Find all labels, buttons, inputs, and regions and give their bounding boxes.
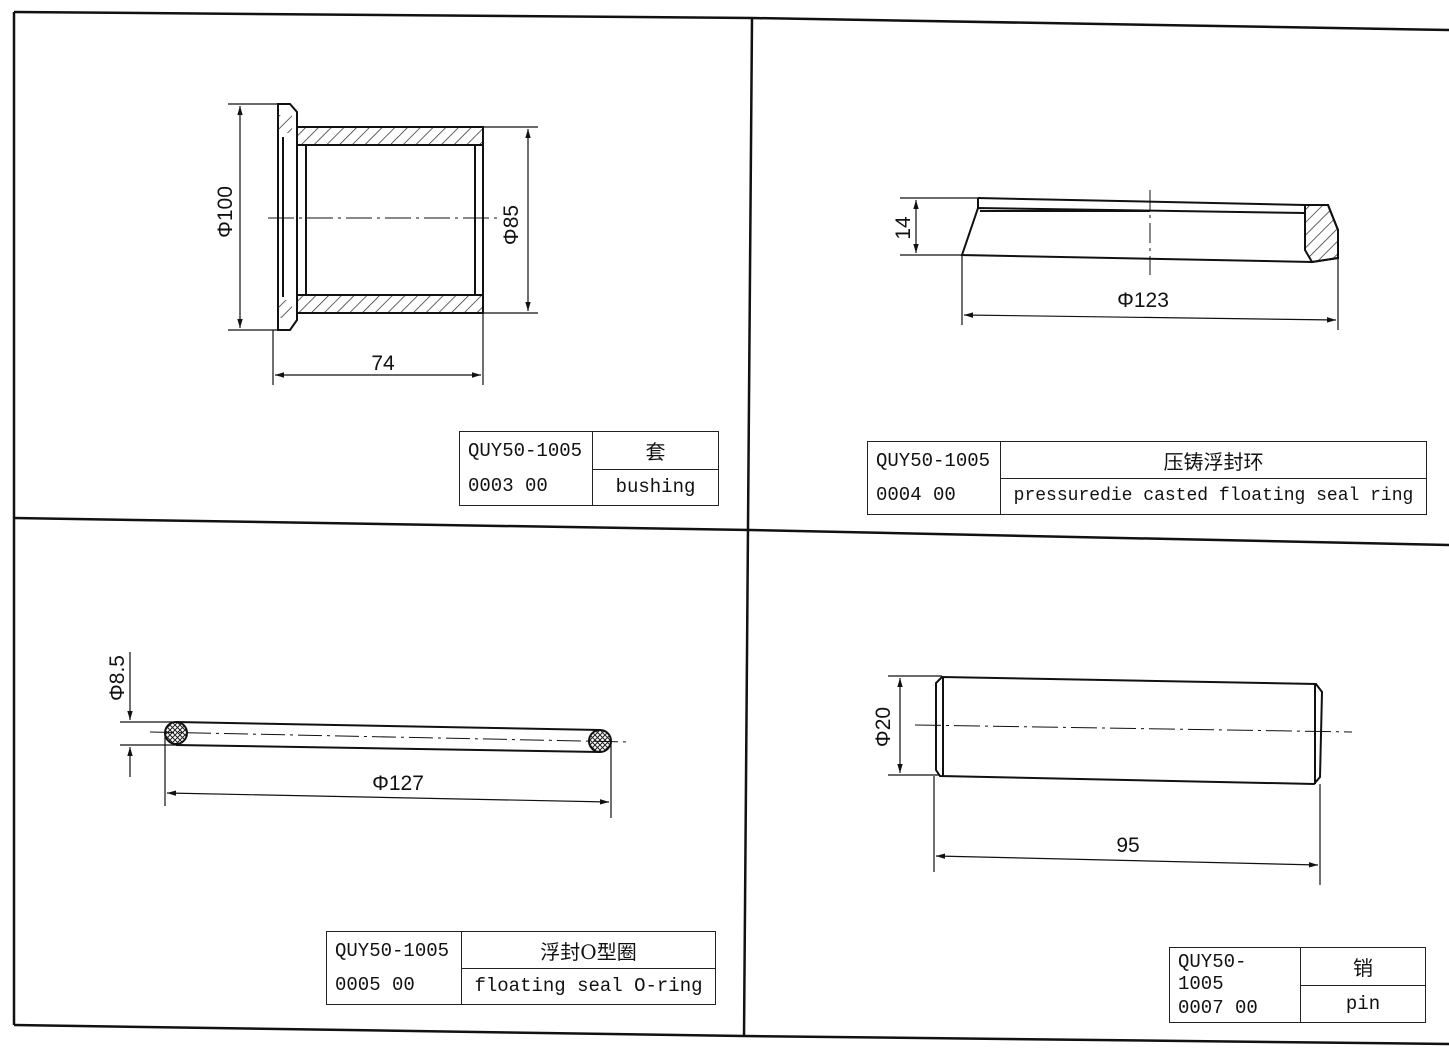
seal-ring-diameter-label: Φ123 <box>1117 289 1169 312</box>
part-number: 0007 00 <box>1178 997 1258 1019</box>
part-name-english: pin <box>1345 992 1381 1015</box>
part-code: QUY50-1005 <box>876 450 991 472</box>
part-name-english: floating seal O-ring <box>474 975 703 997</box>
bushing-length-label: 74 <box>371 352 395 375</box>
part-code: QUY50-1005 <box>335 940 450 962</box>
o-ring-section-label: Φ8.5 <box>106 655 129 701</box>
seal-ring-title-block: QUY50-1005 0004 00 压铸浮封环 pressuredie cas… <box>867 441 1427 515</box>
o-ring-title-block: QUY50-1005 0005 00 浮封O型圈 floating seal O… <box>326 931 716 1005</box>
part-name-chinese: 压铸浮封环 <box>1001 442 1426 479</box>
pin-title-block: QUY50-1005 0007 00 销 pin <box>1169 947 1426 1023</box>
seal-ring-drawing: 14 Φ123 <box>892 190 1339 330</box>
part-name-english: pressuredie casted floating seal ring <box>1013 486 1414 506</box>
part-number: 0003 00 <box>468 474 548 497</box>
sheet-frame <box>12 10 1449 1046</box>
seal-ring-height-label: 14 <box>892 216 915 240</box>
part-name-chinese: 销 <box>1301 948 1425 986</box>
pin-drawing: Φ20 95 <box>872 675 1353 885</box>
bushing-drawing: Φ100 Φ85 74 <box>214 103 538 385</box>
pin-diameter-label: Φ20 <box>872 707 895 747</box>
part-name-english: bushing <box>615 475 696 498</box>
part-number: 0005 00 <box>335 974 415 996</box>
part-code: QUY50-1005 <box>1178 951 1247 995</box>
o-ring-diameter-label: Φ127 <box>372 772 424 795</box>
pin-length-label: 95 <box>1116 834 1139 857</box>
part-number: 0004 00 <box>876 484 956 506</box>
part-name-chinese: 套 <box>593 432 718 470</box>
part-name-chinese: 浮封O型圈 <box>462 932 715 969</box>
bushing-outer-diameter-label: Φ100 <box>214 186 237 238</box>
bushing-title-block: QUY50-1005 0003 00 套 bushing <box>459 431 719 506</box>
part-code: QUY50-1005 <box>468 440 583 463</box>
bushing-inner-diameter-label: Φ85 <box>500 205 523 245</box>
o-ring-drawing: Φ8.5 Φ127 <box>106 652 631 818</box>
